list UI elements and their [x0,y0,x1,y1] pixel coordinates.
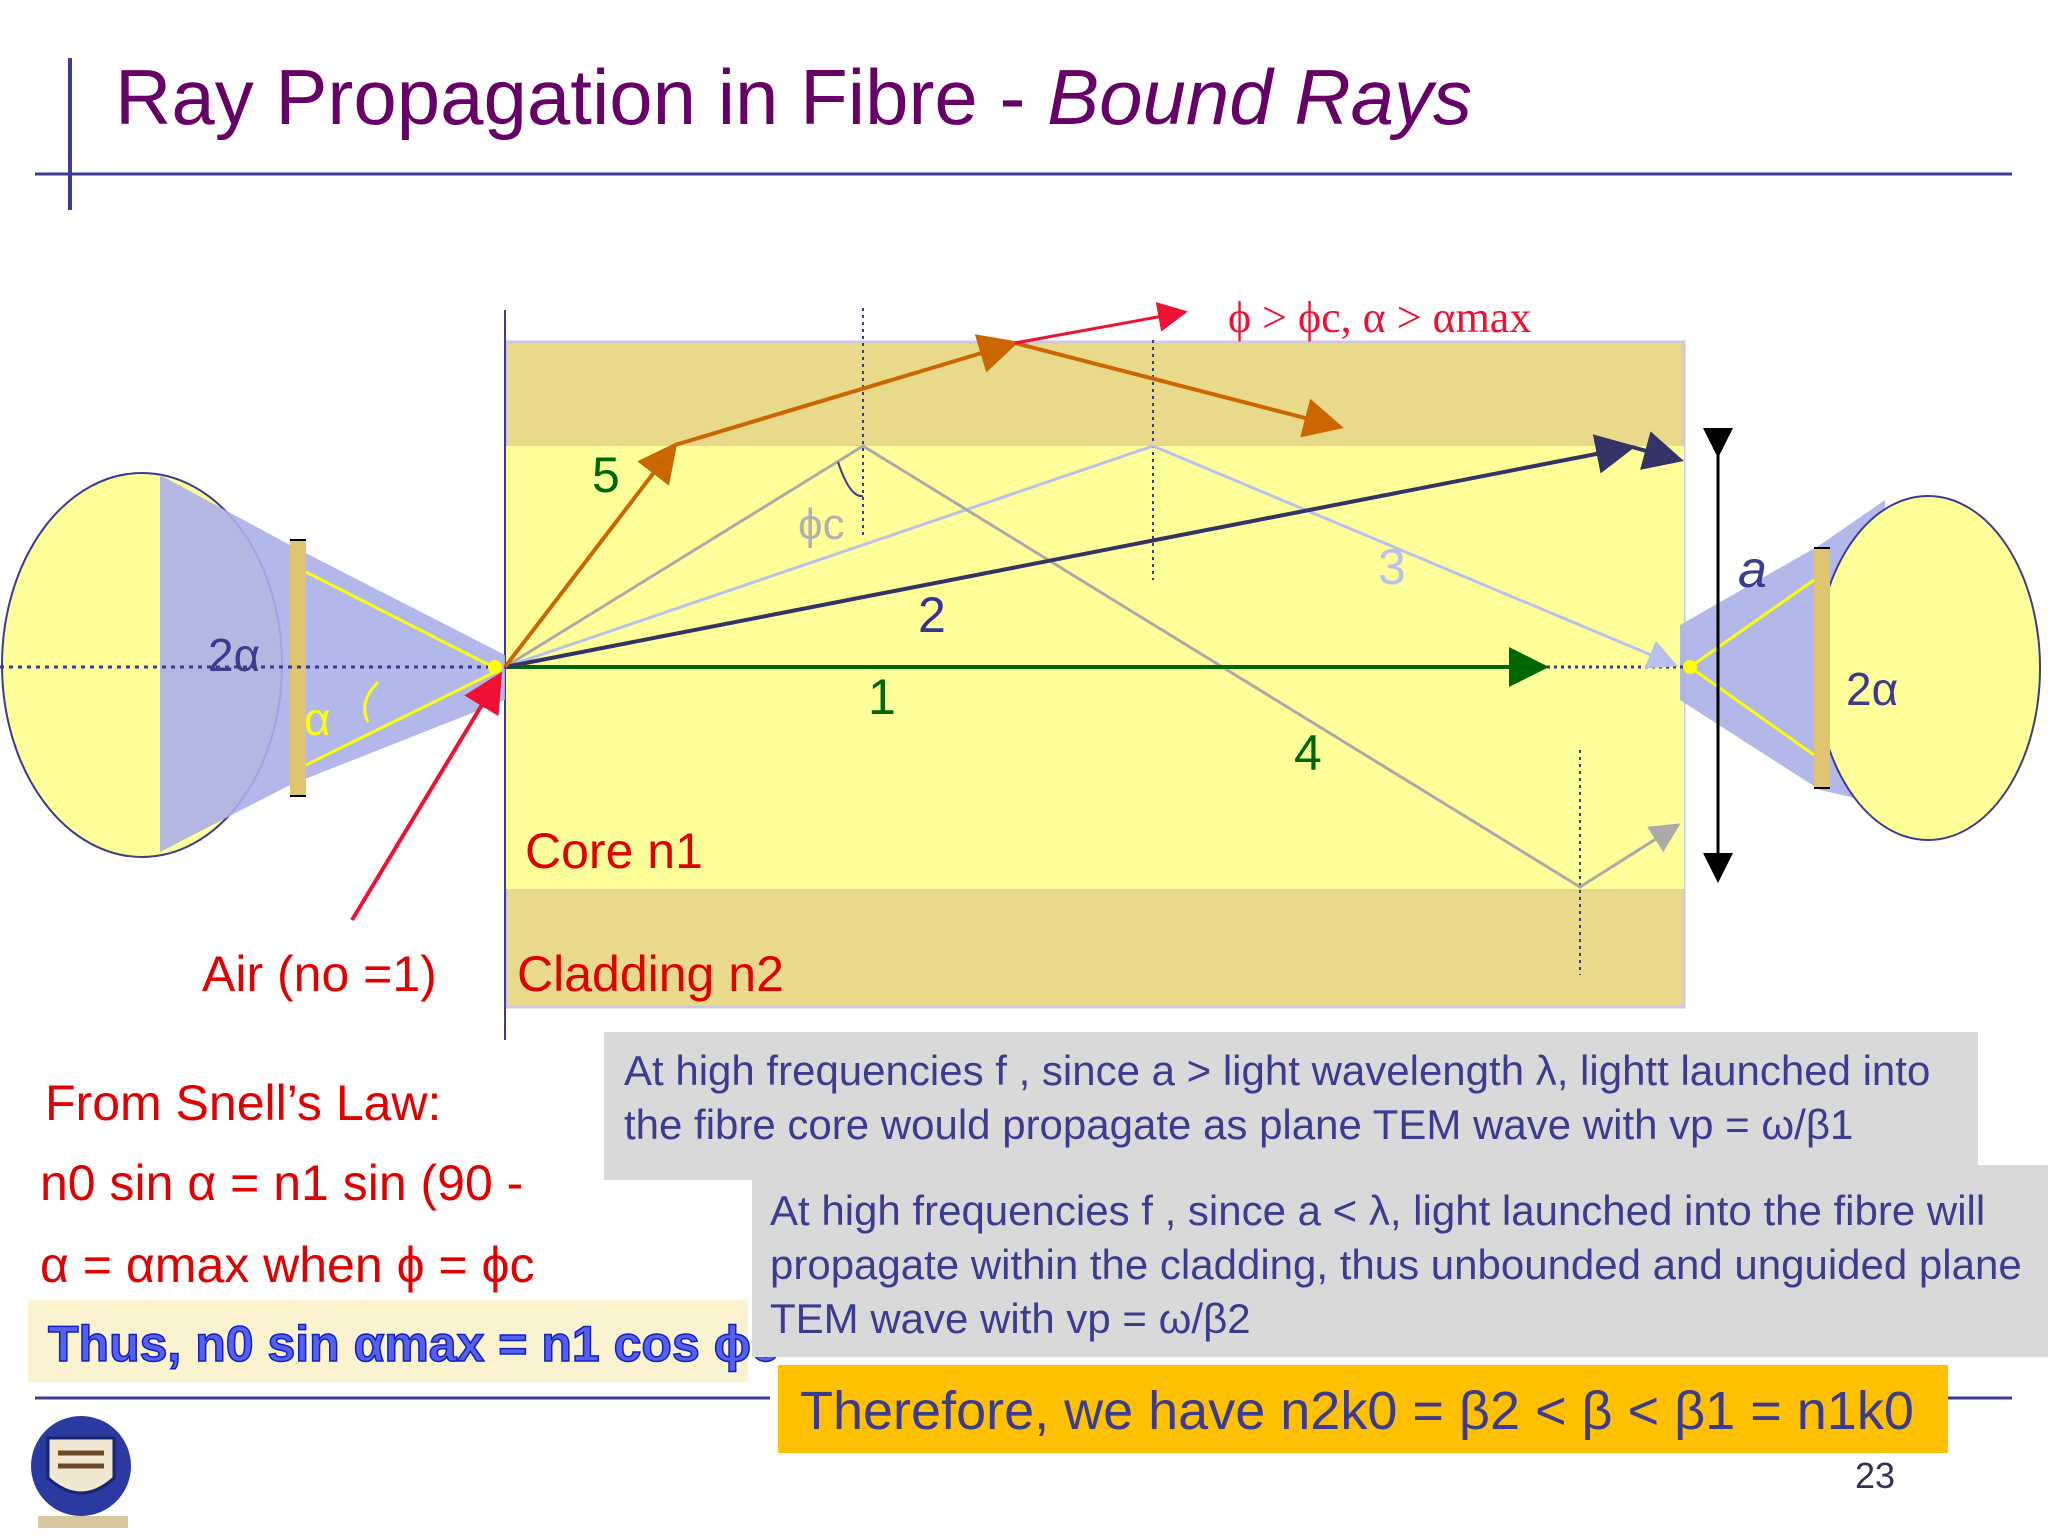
note-core-text: At high frequencies f , since a > light … [624,1047,1931,1148]
left-cone-angle-label: 2α [208,629,261,681]
ray-label-3: 3 [1378,539,1406,595]
radius-label: a [1738,541,1767,599]
thus-equation: Thus, n0 sin αmax = n1 cos ϕc [47,1315,779,1373]
ray-label-2: 2 [918,587,946,643]
ray-5 [503,441,678,669]
snell-line-2: α = αmax when ϕ = ϕc [40,1237,535,1293]
angle-condition-label: ϕ > ϕc, α > αmax [1228,293,1532,342]
ray-2 [504,434,1636,669]
left-light-cone [160,475,505,852]
snell-heading: From Snell’s Law: [45,1075,442,1131]
air-pointer [350,671,503,922]
ray-label-5: 5 [592,447,620,503]
air-label: Air (no =1) [202,946,437,1002]
cladding-label: Cladding n2 [517,946,784,1002]
escaping-ray [1014,302,1188,345]
slide-title: Ray Propagation in Fibre - Bound Rays [115,53,1473,141]
note-box-cladding [752,1165,2048,1357]
thus-highlight [28,1300,748,1382]
ray-label-4: 4 [1294,725,1322,781]
therefore-equation: Therefore, we have n2k0 = β2 < β < β1 = … [800,1381,1914,1441]
critical-angle-label: ϕc [798,500,845,549]
alpha-arc [363,680,380,723]
therefore-highlight [778,1365,1948,1453]
right-aperture [1814,548,1830,788]
ray-label-1: 1 [868,669,896,725]
university-logo [31,1416,131,1528]
page-number: 23 [1855,1455,1896,1496]
note-cladding-text: At high frequencies f , since a < λ, lig… [770,1187,2022,1342]
ray-3 [504,444,1678,669]
snell-line-1: n0 sin α = n1 sin (90 - [40,1155,524,1211]
right-cone-angle-label: 2α [1846,663,1899,715]
note-box-core [604,1032,1978,1180]
alpha-label: α [304,693,331,745]
core-label: Core n1 [525,823,703,879]
